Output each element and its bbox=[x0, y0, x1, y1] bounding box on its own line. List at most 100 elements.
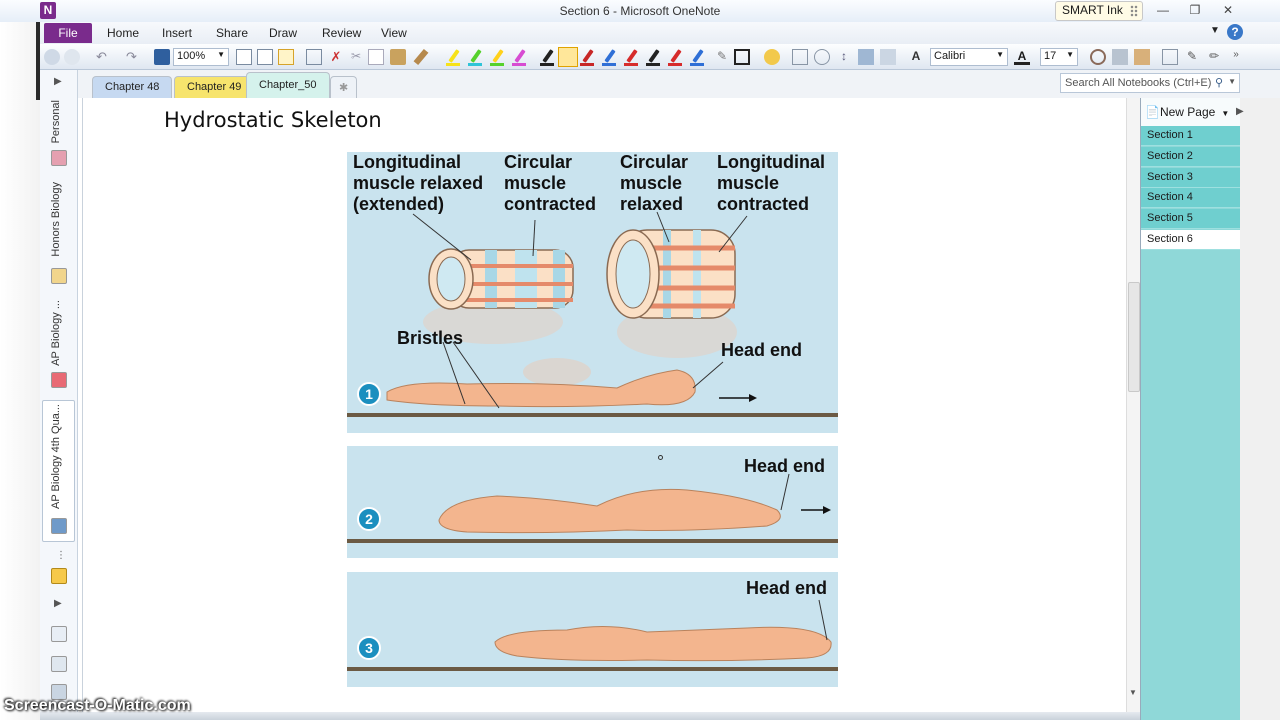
more-tools-icon[interactable] bbox=[1134, 49, 1150, 65]
tab-chapter-48[interactable]: Chapter 48 bbox=[92, 76, 173, 98]
notebook-personal[interactable]: Personal bbox=[50, 100, 62, 144]
move-icon[interactable]: ↕ bbox=[841, 49, 847, 63]
picture-icon[interactable] bbox=[858, 49, 874, 65]
highlighter-yellow-icon[interactable] bbox=[448, 49, 460, 63]
search-input[interactable]: Search All Notebooks (Ctrl+E)⚲▼ bbox=[1060, 73, 1240, 93]
new-section-icon[interactable]: ✱ bbox=[330, 76, 358, 98]
pen-blue2-icon[interactable] bbox=[692, 49, 704, 63]
pen-red-icon[interactable] bbox=[582, 49, 594, 63]
page-title[interactable]: Hydrostatic Skeleton bbox=[164, 108, 382, 132]
eraser-icon[interactable] bbox=[1162, 49, 1178, 65]
page-item-section-2[interactable]: Section 2 bbox=[1141, 147, 1241, 167]
font-size-select[interactable]: 17▼ bbox=[1040, 48, 1078, 66]
page-view-icon[interactable] bbox=[236, 49, 252, 65]
notebook-ap-biology-icon[interactable] bbox=[51, 372, 67, 388]
page-scrollbar[interactable]: ▼ bbox=[1126, 98, 1140, 720]
font-color-icon[interactable]: A bbox=[1014, 49, 1030, 65]
chevron-down-icon[interactable]: ▼ bbox=[1228, 77, 1236, 86]
pen-red3-icon[interactable] bbox=[670, 49, 682, 63]
page-item-section-5[interactable]: Section 5 bbox=[1141, 209, 1241, 229]
pen-gallery-icon[interactable]: ✎ bbox=[716, 49, 728, 63]
tab-home[interactable]: Home bbox=[107, 26, 140, 40]
tab-share[interactable]: Share bbox=[216, 26, 249, 40]
notebook-personal-icon[interactable] bbox=[51, 150, 67, 166]
pane-expand-icon[interactable]: ▶ bbox=[1236, 106, 1244, 117]
font-style-icon[interactable]: A bbox=[911, 49, 921, 63]
page-item-section-6[interactable]: Section 6 bbox=[1141, 230, 1241, 250]
copy-icon[interactable] bbox=[368, 49, 384, 65]
cut-icon[interactable]: ✂ bbox=[350, 49, 362, 63]
recent-edits-icon[interactable] bbox=[51, 684, 67, 700]
search-icon[interactable]: ⚲ bbox=[1214, 77, 1223, 89]
scrollbar-thumb[interactable] bbox=[1128, 282, 1140, 392]
tab-draw[interactable]: Draw bbox=[269, 26, 298, 40]
tag-icon[interactable] bbox=[764, 49, 780, 65]
format-painter-icon[interactable] bbox=[413, 48, 429, 66]
forward-icon[interactable] bbox=[64, 49, 80, 65]
delete-icon[interactable]: ✗ bbox=[330, 49, 342, 64]
tab-insert[interactable]: Insert bbox=[162, 26, 193, 40]
expand-icon[interactable]: ▶ bbox=[54, 598, 62, 609]
back-icon[interactable] bbox=[44, 49, 60, 65]
line-weight-icon[interactable] bbox=[734, 49, 750, 65]
notebook-ap-biology-4th[interactable]: AP Biology 4th Qua... bbox=[50, 404, 62, 509]
search-notebook-icon[interactable] bbox=[51, 656, 67, 672]
highlighter-orange-icon[interactable] bbox=[492, 49, 504, 63]
undo-icon[interactable]: ↶ bbox=[96, 49, 107, 64]
onenote-app-icon[interactable]: N bbox=[40, 2, 56, 19]
full-screen-icon[interactable] bbox=[880, 49, 896, 65]
draw-mode-icon[interactable]: ✏ bbox=[1208, 49, 1220, 63]
pen-red2-icon[interactable] bbox=[626, 49, 638, 63]
tab-review[interactable]: Review bbox=[322, 26, 362, 40]
paste-icon[interactable] bbox=[390, 49, 406, 65]
tab-view[interactable]: View bbox=[381, 26, 407, 40]
tag-summary-icon[interactable] bbox=[51, 626, 67, 642]
redo-icon[interactable]: ↷ bbox=[126, 49, 137, 64]
notebook-ap-biology[interactable]: AP Biology ... bbox=[50, 300, 62, 366]
dock-to-desktop-icon[interactable] bbox=[278, 49, 294, 65]
help-icon[interactable]: ? bbox=[1227, 24, 1243, 40]
circ-band-5 bbox=[693, 230, 701, 318]
highlighter-pink-icon[interactable] bbox=[514, 49, 526, 63]
notebook-honors-biology-icon[interactable] bbox=[51, 268, 67, 284]
toolbar-overflow-icon[interactable]: » bbox=[1233, 49, 1239, 60]
zoom-select[interactable]: 100%▼ bbox=[173, 48, 229, 66]
pen-selected-icon[interactable] bbox=[558, 47, 578, 67]
tab-chapter-50[interactable]: Chapter_50 bbox=[246, 72, 330, 98]
font-select[interactable]: Calibri▼ bbox=[930, 48, 1008, 66]
restore-icon[interactable]: ❐ bbox=[1189, 3, 1201, 17]
more-notebooks-icon[interactable]: ⋮ bbox=[56, 550, 66, 561]
file-tab[interactable]: File bbox=[44, 23, 92, 43]
chevron-down-icon[interactable]: ▼ bbox=[1221, 109, 1230, 118]
insert-space-icon[interactable] bbox=[792, 49, 808, 65]
minimize-icon[interactable]: — bbox=[1157, 3, 1169, 17]
tab-chapter-49[interactable]: Chapter 49 bbox=[174, 76, 255, 98]
scroll-down-icon[interactable]: ▼ bbox=[1129, 688, 1137, 697]
page-item-section-1[interactable]: Section 1 bbox=[1141, 126, 1241, 146]
page-item-section-3[interactable]: Section 3 bbox=[1141, 168, 1241, 188]
new-page-button[interactable]: 📄New Page▼ bbox=[1141, 98, 1241, 126]
collapse-pane-icon[interactable]: ▶ bbox=[54, 76, 62, 87]
highlighter-green-icon[interactable] bbox=[470, 49, 482, 63]
save-icon[interactable] bbox=[154, 49, 170, 65]
print-icon[interactable] bbox=[1112, 49, 1128, 65]
lasso-icon[interactable] bbox=[1090, 49, 1106, 65]
pen-black2-icon[interactable] bbox=[648, 49, 660, 63]
smart-ink-toolbar[interactable]: SMART Ink bbox=[1055, 1, 1143, 21]
close-icon[interactable]: ✕ bbox=[1222, 3, 1234, 17]
page-item-section-4[interactable]: Section 4 bbox=[1141, 188, 1241, 208]
pen-red2-swatch bbox=[624, 63, 638, 66]
zoom-icon[interactable] bbox=[814, 49, 830, 65]
ribbon-expand-icon[interactable]: ▼ bbox=[1210, 25, 1220, 36]
pen-black-icon[interactable] bbox=[542, 49, 554, 63]
notebook-honors-biology[interactable]: Honors Biology bbox=[50, 182, 62, 257]
notebook-ap-biology-4th-icon[interactable] bbox=[51, 518, 67, 534]
pen-blue-icon[interactable] bbox=[604, 49, 616, 63]
smart-ink-grip-icon[interactable] bbox=[1130, 5, 1138, 17]
unfiled-notes-icon[interactable] bbox=[51, 568, 67, 584]
pen-mode-icon[interactable]: ✎ bbox=[1186, 49, 1198, 63]
screen-clip-icon[interactable] bbox=[306, 49, 322, 65]
full-page-view-icon[interactable] bbox=[257, 49, 273, 65]
chevron-down-icon: ▼ bbox=[217, 50, 225, 59]
